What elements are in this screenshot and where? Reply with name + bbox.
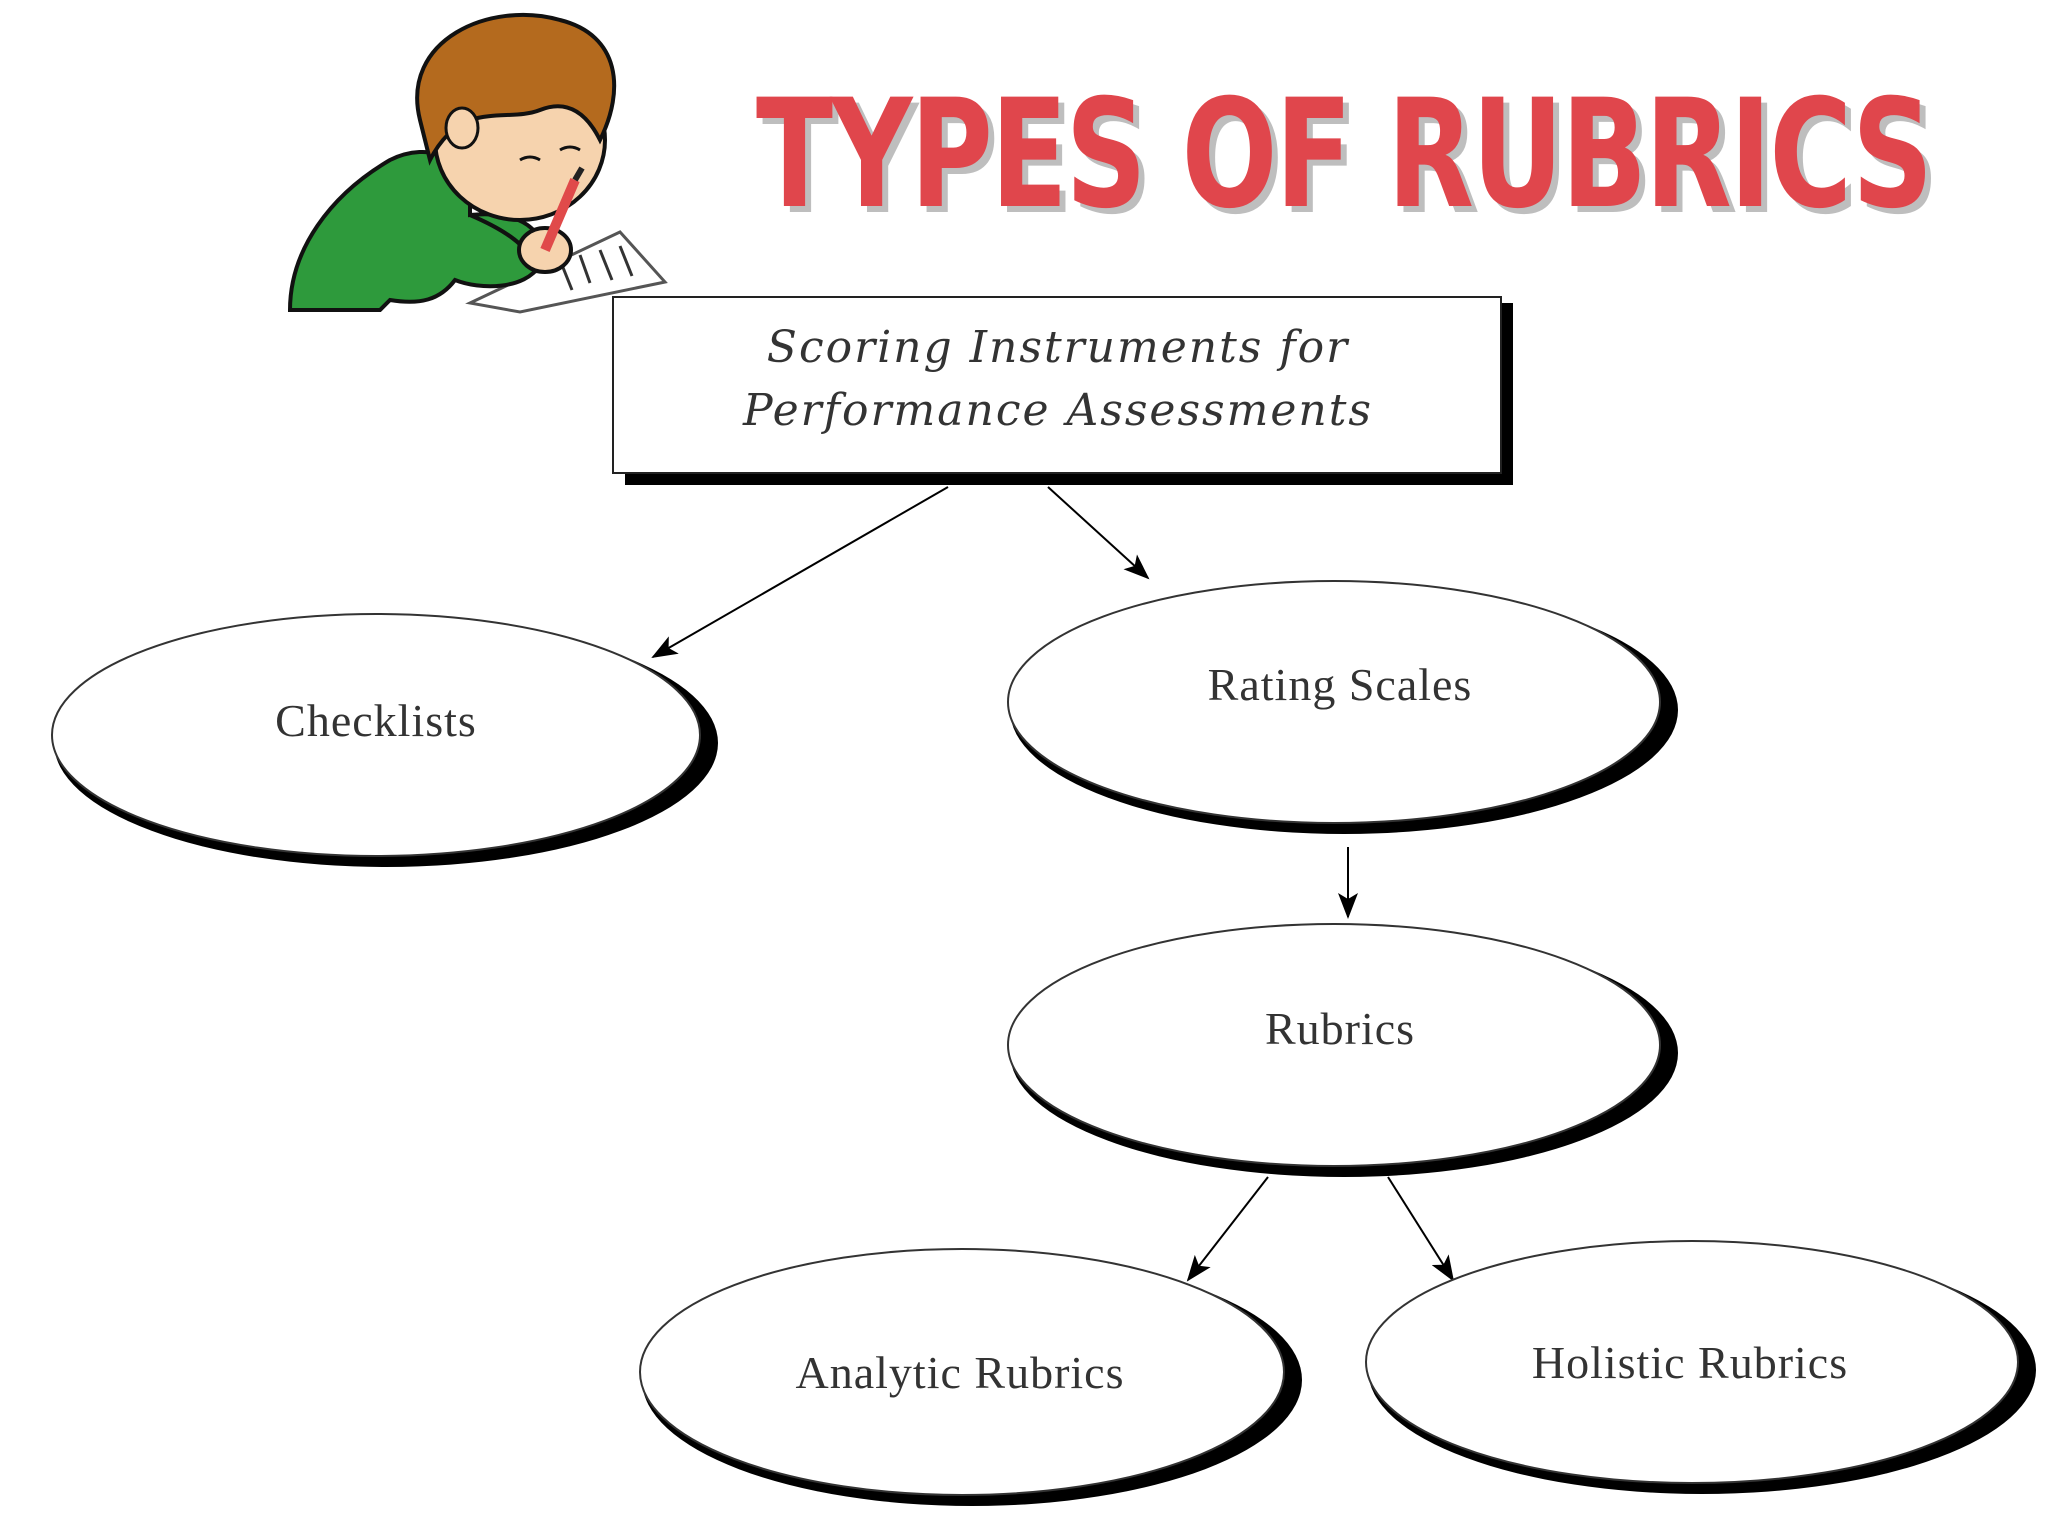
node-holistic-rubrics-label: Holistic Rubrics <box>1532 1337 1848 1388</box>
root-node-line2: Performance Assessments <box>742 385 1373 436</box>
root-node: Scoring Instruments for Performance Asse… <box>612 296 1513 485</box>
connectors <box>651 486 1455 1282</box>
page-title: TYPES OF RUBRICS <box>756 68 1931 242</box>
child-writing-icon <box>287 12 668 314</box>
node-rubrics-label: Rubrics <box>1265 1003 1415 1054</box>
node-holistic-rubrics: Holistic Rubrics <box>1365 1240 2036 1494</box>
node-analytic-rubrics-label: Analytic Rubrics <box>796 1347 1125 1398</box>
node-rating-scales-label: Rating Scales <box>1208 659 1473 710</box>
node-checklists-label: Checklists <box>275 695 477 746</box>
node-rating-scales: Rating Scales <box>1007 580 1678 834</box>
edge-root-to-checklists <box>651 486 949 658</box>
root-node-line1: Scoring Instruments for <box>767 322 1350 373</box>
edge-root-to-rating-scales <box>1047 486 1150 580</box>
edge-rubrics-to-analytic <box>1186 1176 1269 1282</box>
title-group: TYPES OF RUBRICS TYPES OF RUBRICS <box>756 68 1940 248</box>
edge-rubrics-to-holistic <box>1387 1176 1455 1282</box>
node-analytic-rubrics: Analytic Rubrics <box>639 1248 1302 1506</box>
node-rubrics: Rubrics <box>1007 923 1678 1177</box>
node-checklists: Checklists <box>51 613 718 867</box>
title-shadow: TYPES OF RUBRICS <box>762 74 1937 248</box>
